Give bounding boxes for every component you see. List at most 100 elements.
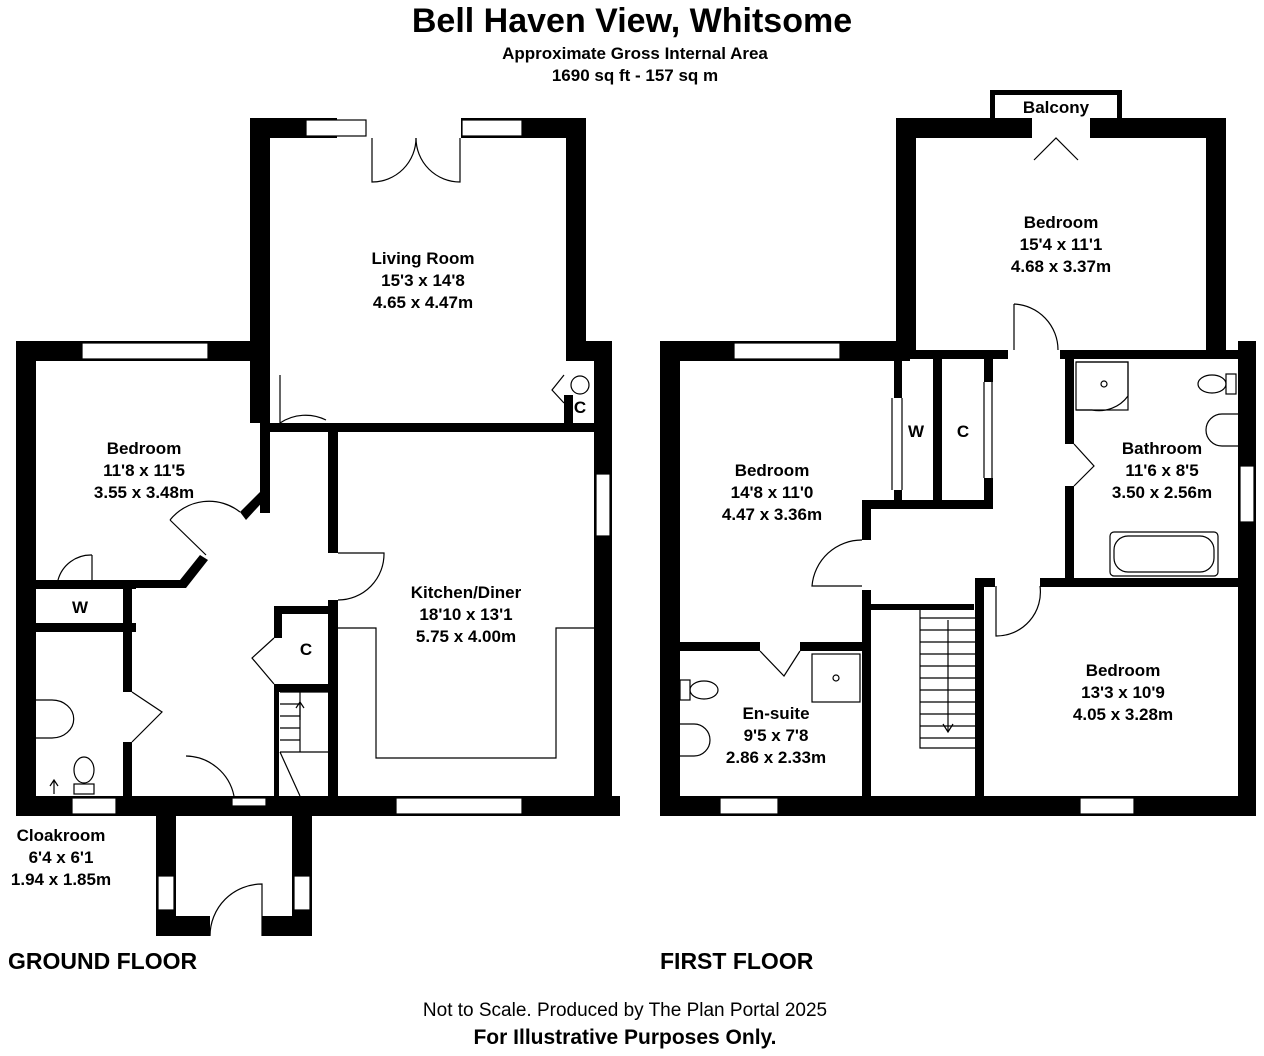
- wall: [975, 578, 984, 800]
- room-imperial: 18'10 x 13'1: [419, 605, 513, 624]
- wall: [862, 500, 871, 540]
- window: [231, 797, 267, 807]
- toilet-cistern: [73, 783, 95, 795]
- door-swing: [759, 650, 801, 677]
- room-living: Living Room 15'3 x 14'8 4.65 x 4.47m: [308, 248, 538, 314]
- door-swing: [551, 374, 565, 404]
- door-swing: [279, 375, 327, 425]
- wall: [896, 118, 916, 358]
- wall: [274, 606, 282, 638]
- wall: [328, 423, 338, 553]
- wall: [270, 423, 612, 432]
- wall: [660, 341, 680, 816]
- wall: [566, 118, 586, 343]
- wall: [156, 796, 176, 936]
- room-name: Bathroom: [1121, 439, 1203, 458]
- wall: [123, 632, 132, 692]
- basin-icon: [680, 723, 711, 757]
- room-imperial: 6'4 x 6'1: [28, 848, 94, 867]
- wall: [36, 580, 136, 589]
- first-floor-plan: [660, 90, 1256, 816]
- wall: [274, 684, 330, 692]
- wall: [123, 742, 132, 798]
- window: [719, 797, 779, 815]
- area-label: Approximate Gross Internal Area: [502, 44, 768, 63]
- room-metric: 3.50 x 2.56m: [1111, 483, 1213, 502]
- balcony-rail: [1117, 90, 1122, 120]
- toilet-cistern: [1225, 373, 1237, 395]
- window: [81, 342, 209, 360]
- room-imperial: 14'8 x 11'0: [730, 483, 814, 502]
- wall: [908, 350, 1008, 359]
- wall: [1065, 486, 1074, 586]
- plan-title: Bell Haven View, Whitsome: [411, 2, 853, 40]
- wall: [894, 490, 902, 502]
- wall: [1065, 350, 1074, 444]
- door-swing: [995, 585, 1042, 637]
- kitchen-counter: [338, 627, 594, 759]
- room-cloakroom: Cloakroom 6'4 x 6'1 1.94 x 1.85m: [0, 825, 122, 891]
- room-bedroom-ground: Bedroom 11'8 x 11'5 3.55 x 3.48m: [44, 438, 244, 504]
- door-swing: [415, 137, 461, 183]
- room-metric: 4.68 x 3.37m: [1010, 257, 1112, 276]
- door-swing: [337, 552, 385, 601]
- wall: [984, 478, 993, 502]
- label-cupboard: C: [956, 422, 970, 441]
- area-value: 1690 sq ft - 157 sq m: [551, 66, 719, 85]
- balcony-rail: [990, 90, 995, 120]
- room-metric: 1.94 x 1.85m: [10, 870, 112, 889]
- door-swing: [185, 755, 235, 797]
- door-swing: [1013, 303, 1059, 351]
- door-swing: [371, 137, 417, 183]
- wall: [292, 796, 312, 936]
- room-bedroom-top: Bedroom 15'4 x 11'1 4.68 x 3.37m: [946, 212, 1176, 278]
- wall: [1206, 118, 1226, 358]
- room-ensuite: En-suite 9'5 x 7'8 2.86 x 2.33m: [706, 703, 846, 769]
- wall: [260, 423, 270, 513]
- first-floor-label: FIRST FLOOR: [660, 948, 814, 974]
- wall: [862, 590, 871, 800]
- label-wardrobe: W: [907, 422, 925, 441]
- shower-drain: [832, 674, 840, 682]
- room-imperial: 11'6 x 8'5: [1125, 461, 1199, 480]
- door-swing: [169, 500, 241, 556]
- door-swing: [811, 539, 863, 587]
- shower-drain: [1100, 380, 1108, 388]
- wall: [680, 642, 760, 651]
- room-name: Bedroom: [1085, 661, 1161, 680]
- label-wardrobe: W: [71, 598, 89, 617]
- room-kitchen: Kitchen/Diner 18'10 x 13'1 5.75 x 4.00m: [356, 582, 576, 648]
- wall: [1060, 350, 1256, 359]
- room-name: Cloakroom: [16, 826, 106, 845]
- room-bedroom-right: Bedroom 13'3 x 10'9 4.05 x 3.28m: [1008, 660, 1238, 726]
- wall: [274, 606, 330, 614]
- toilet-icon: [73, 756, 95, 784]
- label-balcony: Balcony: [1022, 98, 1090, 117]
- room-metric: 4.47 x 3.36m: [721, 505, 823, 524]
- wall: [870, 604, 974, 610]
- door-swing: [251, 637, 275, 685]
- wall: [564, 395, 573, 425]
- room-metric: 5.75 x 4.00m: [415, 627, 517, 646]
- boiler-icon: [570, 375, 590, 395]
- room-imperial: 15'4 x 11'1: [1019, 235, 1103, 254]
- window: [1239, 465, 1255, 523]
- wall: [36, 623, 136, 632]
- basin-icon: [36, 699, 75, 739]
- room-name: Living Room: [371, 249, 475, 268]
- wardrobe-door: [891, 398, 903, 490]
- door-swing: [1073, 443, 1095, 487]
- entry-arrow-icon: [49, 778, 59, 794]
- bath-inner: [1113, 535, 1215, 573]
- toilet-cistern: [679, 679, 691, 701]
- wall: [896, 118, 1032, 138]
- shower-curve: [1076, 361, 1129, 412]
- wall: [594, 341, 612, 816]
- room-imperial: 11'8 x 11'5: [103, 461, 185, 480]
- shower-icon: [811, 653, 861, 703]
- window: [157, 875, 175, 911]
- window: [395, 797, 523, 815]
- window: [293, 875, 311, 911]
- wall: [123, 580, 132, 632]
